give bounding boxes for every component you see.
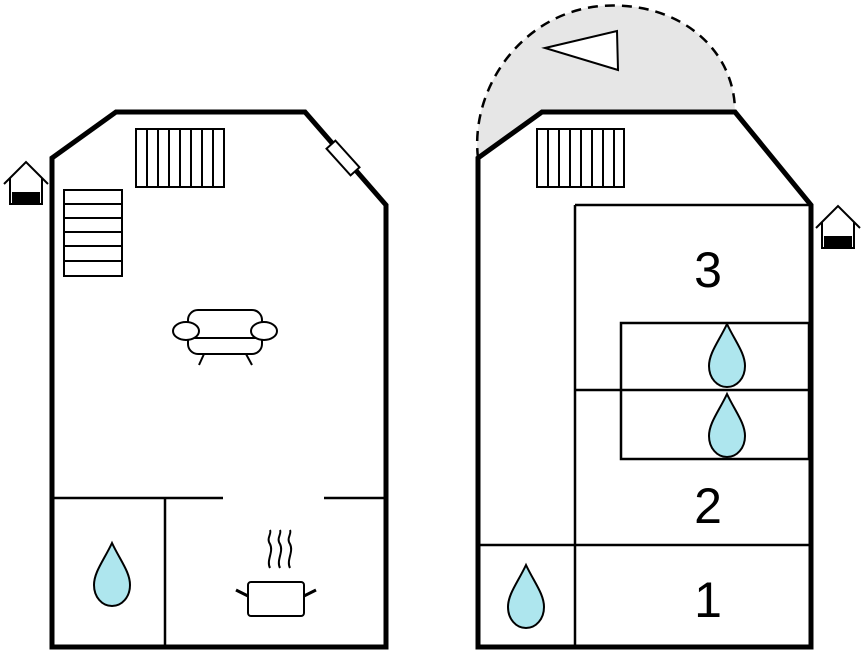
sofa-icon xyxy=(172,309,278,366)
left-floor-outer-wall xyxy=(49,109,389,650)
house-entrance-icon xyxy=(815,204,861,249)
right-floor-plan: 3 2 1 xyxy=(475,4,861,650)
room-2-label: 2 xyxy=(694,478,722,534)
direction-arrow-icon xyxy=(541,29,620,72)
house-entrance-icon xyxy=(3,160,49,205)
cooking-pot-icon xyxy=(235,529,317,617)
water-drop-icon xyxy=(707,391,747,459)
left-floor-plan xyxy=(3,109,389,650)
water-drop-icon xyxy=(506,562,546,630)
terrace-icon xyxy=(475,4,737,159)
room-1-label: 1 xyxy=(694,572,722,628)
radiator-icon xyxy=(536,128,625,188)
water-drop-icon xyxy=(92,540,132,608)
room-3-label: 3 xyxy=(694,242,722,298)
water-drop-icon xyxy=(707,321,747,389)
stairs-icon xyxy=(63,189,123,277)
window-icon xyxy=(325,139,361,177)
shared-bathrooms xyxy=(619,321,811,461)
radiator-icon xyxy=(135,128,225,188)
